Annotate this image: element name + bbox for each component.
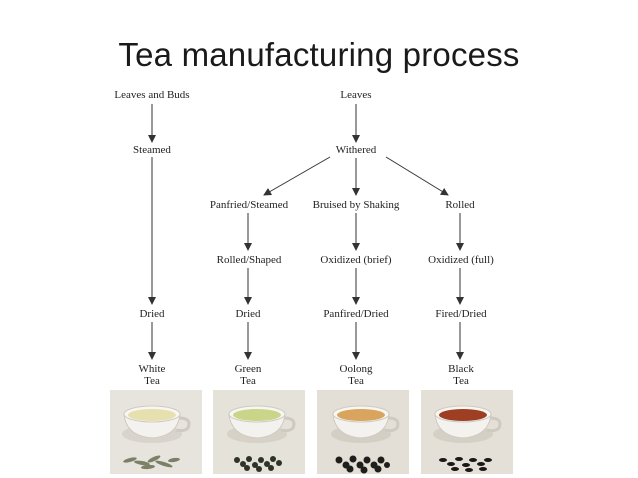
white-tea-liquid [128,409,176,421]
node-withered: Withered [335,144,377,156]
node-dried-white: Dried [139,308,165,320]
tea-label-black-line1: Black [448,363,474,375]
oolong-tea-photo [317,390,409,474]
node-leaves: Leaves [340,89,372,101]
node-oxidized-brief: Oxidized (brief) [320,254,392,266]
slide-title: Tea manufacturing process [118,36,520,73]
tea-label-green-line1: Green [234,363,262,375]
tea-label-green-line2: Tea [240,375,256,387]
tea-label-oolong-line1: Oolong [339,363,373,375]
node-bruised-by-shaking: Bruised by Shaking [312,199,400,211]
tea-label-oolong: Oolong Tea [340,363,373,387]
black-tea-photo [421,390,513,474]
node-panfired-dried: Panfired/Dried [323,308,389,320]
white-tea-photo [110,390,202,474]
arrow-withered-panfried [263,156,331,196]
tea-label-black: Black Tea [448,363,474,387]
node-fired-dried: Fired/Dried [435,308,487,320]
node-steamed: Steamed [133,144,171,156]
tea-label-oolong-line2: Tea [348,375,364,387]
tea-label-white-line1: White [138,363,166,375]
node-dried-green: Dried [235,308,261,320]
oolong-tea-liquid [337,409,385,421]
node-leaves-and-buds: Leaves and Buds [114,89,190,101]
node-panfried-steamed: Panfried/Steamed [209,199,289,211]
tea-label-white: White Tea [139,363,166,387]
node-oxidized-full: Oxidized (full) [428,254,494,266]
node-rolled-shaped: Rolled/Shaped [216,254,282,266]
green-tea-liquid [233,409,281,421]
tea-label-black-line2: Tea [453,375,469,387]
black-tea-liquid [439,409,487,421]
tea-label-green: Green Tea [235,363,262,387]
green-tea-photo [213,390,305,474]
node-rolled: Rolled [445,199,475,211]
tea-label-white-line2: Tea [144,375,160,387]
arrow-withered-rolled [385,156,449,196]
